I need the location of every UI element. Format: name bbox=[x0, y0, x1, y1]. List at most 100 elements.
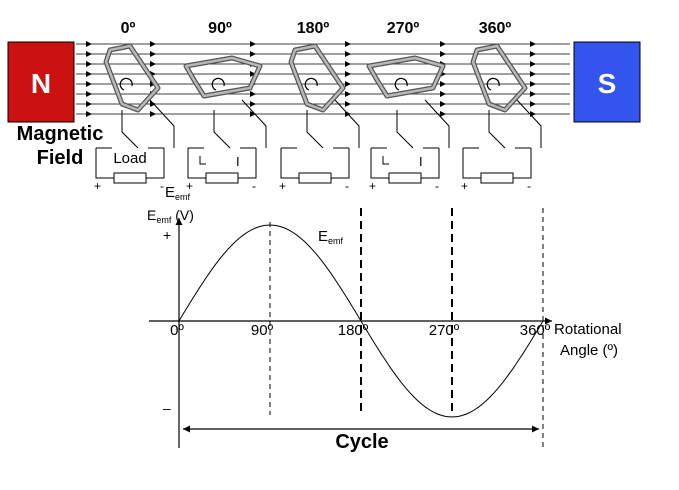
coil-angle-label: 90º bbox=[208, 20, 232, 37]
load-resistor bbox=[388, 172, 422, 184]
field-arrow bbox=[530, 91, 536, 97]
load-resistor bbox=[205, 172, 239, 184]
load-resistor bbox=[113, 172, 147, 184]
field-arrow bbox=[86, 41, 92, 47]
field-arrow bbox=[440, 91, 446, 97]
coil-angle-label: 180º bbox=[297, 20, 330, 37]
field-arrow bbox=[150, 51, 156, 57]
field-arrow bbox=[345, 51, 351, 57]
field-arrow bbox=[250, 71, 256, 77]
field-arrow bbox=[150, 61, 156, 67]
field-arrow bbox=[440, 41, 446, 47]
coil-lead bbox=[424, 99, 450, 148]
field-arrow bbox=[150, 111, 156, 117]
coil-angle-label: 360º bbox=[479, 20, 512, 37]
coil-position-4: 360º + - bbox=[461, 20, 542, 193]
field-arrow bbox=[86, 111, 92, 117]
x-tick-label: 270º bbox=[429, 322, 460, 339]
field-arrow bbox=[86, 71, 92, 77]
load-resistor bbox=[480, 172, 514, 184]
terminal-minus: - bbox=[527, 179, 531, 193]
field-arrow bbox=[86, 81, 92, 87]
south-magnet: S bbox=[573, 41, 641, 123]
field-arrow bbox=[250, 51, 256, 57]
coil-loop-inner bbox=[104, 44, 160, 112]
terminal-minus: - bbox=[345, 179, 349, 193]
field-arrow bbox=[530, 101, 536, 107]
north-label: N bbox=[31, 68, 51, 99]
load-resistor bbox=[298, 172, 332, 184]
terminal-plus: + bbox=[369, 179, 376, 193]
magnetic-field-label-line1: Magnetic bbox=[17, 123, 104, 145]
south-label: S bbox=[598, 68, 617, 99]
rotation-arrow-icon bbox=[486, 77, 500, 91]
coil-lead bbox=[121, 110, 139, 149]
current-label: I bbox=[236, 154, 240, 169]
field-arrow bbox=[530, 81, 536, 87]
coil-angle-label: 270º bbox=[387, 20, 420, 37]
field-arrow bbox=[530, 51, 536, 57]
emf-curve-label: Eemf bbox=[318, 228, 344, 246]
field-arrow bbox=[86, 91, 92, 97]
north-magnet: N bbox=[7, 41, 75, 123]
current-label: I bbox=[419, 154, 423, 169]
magnetic-field-label-line2: Field bbox=[37, 147, 84, 169]
coil-lead bbox=[213, 110, 231, 149]
terminal-plus: + bbox=[186, 179, 193, 193]
coil-position-2: 180º + - bbox=[279, 20, 360, 193]
terminal-minus: - bbox=[160, 179, 164, 193]
field-arrow bbox=[250, 101, 256, 107]
x-tick-label: 0º bbox=[170, 322, 184, 339]
field-arrow bbox=[530, 71, 536, 77]
coil-loop-inner bbox=[471, 44, 527, 112]
field-arrow bbox=[86, 51, 92, 57]
field-arrow bbox=[530, 41, 536, 47]
field-arrow bbox=[345, 91, 351, 97]
field-arrow bbox=[440, 101, 446, 107]
y-axis-label: Eemf (V) bbox=[147, 207, 194, 225]
rotation-arrow-icon bbox=[119, 77, 133, 91]
terminal-plus: + bbox=[461, 179, 468, 193]
field-arrow bbox=[440, 51, 446, 57]
terminal-plus: + bbox=[94, 179, 101, 193]
field-arrow bbox=[86, 101, 92, 107]
field-arrow bbox=[345, 41, 351, 47]
cycle-label: Cycle bbox=[335, 431, 388, 453]
x-axis-label-line1: Rotational bbox=[554, 321, 622, 338]
coil-lead bbox=[149, 99, 175, 148]
emf-label-top: Eemf bbox=[165, 184, 191, 202]
x-tick-label: 90º bbox=[251, 322, 274, 339]
field-arrow bbox=[86, 61, 92, 67]
coil-loop-inner bbox=[367, 56, 445, 98]
field-arrow bbox=[250, 41, 256, 47]
coil-lead bbox=[516, 99, 542, 148]
field-arrow bbox=[345, 61, 351, 67]
terminal-plus: + bbox=[279, 179, 286, 193]
load-label: Load bbox=[113, 150, 146, 167]
field-arrow bbox=[530, 61, 536, 67]
field-arrow bbox=[530, 111, 536, 117]
field-arrow bbox=[440, 111, 446, 117]
field-arrow bbox=[150, 41, 156, 47]
x-tick-labels: 0º 90º 180º 270º 360º bbox=[170, 322, 551, 339]
coil-lead bbox=[334, 99, 360, 148]
current-arrow-icon bbox=[199, 156, 206, 165]
x-tick-label: 360º bbox=[520, 322, 551, 339]
rotation-arrow-icon bbox=[304, 77, 318, 91]
emf-sine-curve bbox=[178, 224, 544, 418]
field-arrow bbox=[345, 101, 351, 107]
field-arrow bbox=[345, 81, 351, 87]
terminal-minus: - bbox=[435, 179, 439, 193]
coil-lead bbox=[241, 99, 267, 148]
coil-loop-inner bbox=[184, 56, 262, 98]
coil-lead bbox=[396, 110, 414, 149]
field-arrow bbox=[345, 71, 351, 77]
x-tick-label: 180º bbox=[338, 322, 369, 339]
coil-angle-label: 0º bbox=[121, 20, 136, 37]
field-arrow bbox=[250, 91, 256, 97]
